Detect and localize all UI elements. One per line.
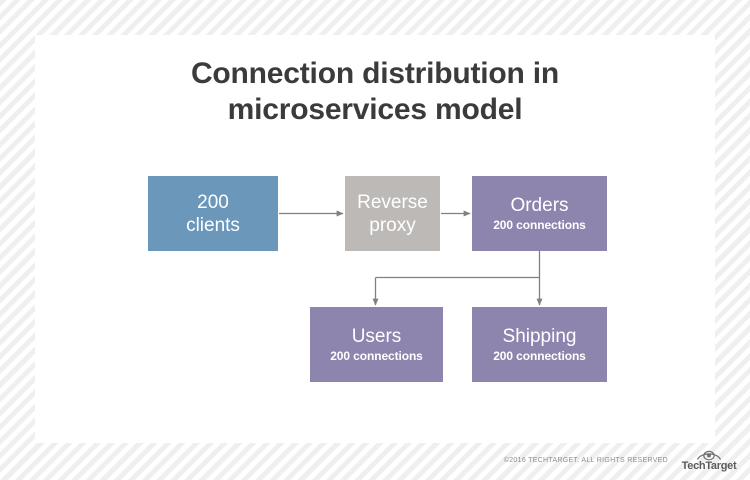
page-title-line-2: microservices model <box>227 93 523 126</box>
node-shipping-label: Shipping <box>502 326 577 347</box>
node-orders-connections: 200 connections <box>493 218 586 232</box>
node-reverse-proxy[interactable]: Reverse proxy <box>345 176 440 251</box>
node-reverse-proxy-label-1: Reverse <box>357 191 428 213</box>
node-users-connections: 200 connections <box>330 349 423 363</box>
node-users[interactable]: Users 200 connections <box>310 307 443 382</box>
node-clients-label-1: 200 <box>197 191 229 213</box>
node-orders-label: Orders <box>510 195 569 216</box>
node-clients[interactable]: 200 clients <box>148 176 278 251</box>
copyright-notice: ©2016 TECHTARGET. ALL RIGHTS RESERVED <box>503 457 668 464</box>
node-users-label: Users <box>351 326 402 347</box>
node-reverse-proxy-label-2: proxy <box>369 214 416 236</box>
node-shipping[interactable]: Shipping 200 connections <box>472 307 607 382</box>
techtarget-logo: TechTarget <box>676 450 742 476</box>
node-clients-label-2: clients <box>186 214 240 236</box>
techtarget-wordmark: TechTarget <box>681 460 737 472</box>
node-orders[interactable]: Orders 200 connections <box>472 176 607 251</box>
node-shipping-connections: 200 connections <box>493 349 586 363</box>
page-title-line-1: Connection distribution in <box>190 57 560 90</box>
page-title: Connection distribution in microservices… <box>35 56 715 128</box>
eye-icon <box>696 450 722 461</box>
